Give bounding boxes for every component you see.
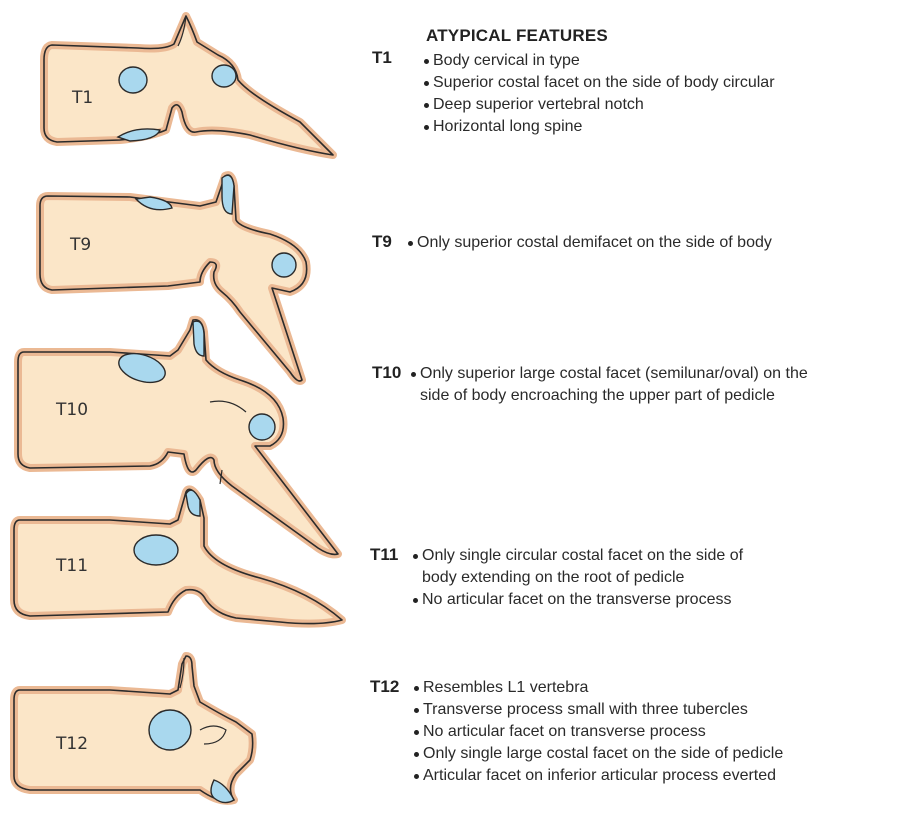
articular-facet-icon: [222, 175, 234, 214]
costal-facet-icon: [249, 414, 275, 440]
feature-item: Superior costal facet on the side of bod…: [424, 72, 775, 94]
page-title: ATYPICAL FEATURES: [426, 26, 608, 46]
feature-item: Only single circular costal facet on the…: [413, 545, 743, 567]
vertebra-label: T9: [69, 235, 91, 255]
vertebra-label: T10: [55, 400, 88, 420]
vertebra-label: T1: [71, 88, 93, 108]
feature-item: No articular facet on the transverse pro…: [413, 589, 743, 611]
costal-facet-icon: [212, 65, 236, 87]
vertebra-code-t11: T11: [370, 545, 398, 565]
costal-facet-icon: [149, 710, 191, 750]
feature-item-continued: body extending on the root of pedicle: [413, 567, 743, 589]
feature-item: Only superior costal demifacet on the si…: [408, 232, 772, 254]
feature-item: Resembles L1 vertebra: [414, 677, 783, 699]
vertebra-label: T11: [55, 556, 88, 576]
feature-item: No articular facet on transverse process: [414, 721, 783, 743]
feature-item: Horizontal long spine: [424, 116, 775, 138]
feature-item: Transverse process small with three tube…: [414, 699, 783, 721]
costal-facet-icon: [272, 253, 296, 277]
feature-list-t10: Only superior large costal facet (semilu…: [411, 363, 808, 407]
feature-item: Only single large costal facet on the si…: [414, 743, 783, 765]
vertebra-t1: T1: [44, 16, 333, 155]
feature-item: Articular facet on inferior articular pr…: [414, 765, 783, 787]
feature-list-t12: Resembles L1 vertebra Transverse process…: [414, 677, 783, 787]
vertebra-code-t10: T10: [372, 363, 401, 383]
feature-item-continued: side of body encroaching the upper part …: [411, 385, 808, 407]
feature-item: Body cervical in type: [424, 50, 775, 72]
feature-list-t11: Only single circular costal facet on the…: [413, 545, 743, 611]
costal-facet-icon: [134, 535, 178, 565]
feature-list-t9: Only superior costal demifacet on the si…: [408, 232, 772, 254]
feature-item: Only superior large costal facet (semilu…: [411, 363, 808, 385]
feature-list-t1: Body cervical in type Superior costal fa…: [424, 50, 775, 138]
vertebra-code-t12: T12: [370, 677, 399, 697]
costal-facet-icon: [119, 67, 147, 93]
feature-item: Deep superior vertebral notch: [424, 94, 775, 116]
vertebra-t12: T12: [14, 656, 253, 803]
vertebra-code-t9: T9: [372, 232, 392, 252]
vertebra-label: T12: [55, 734, 88, 754]
vertebra-code-t1: T1: [372, 48, 392, 68]
